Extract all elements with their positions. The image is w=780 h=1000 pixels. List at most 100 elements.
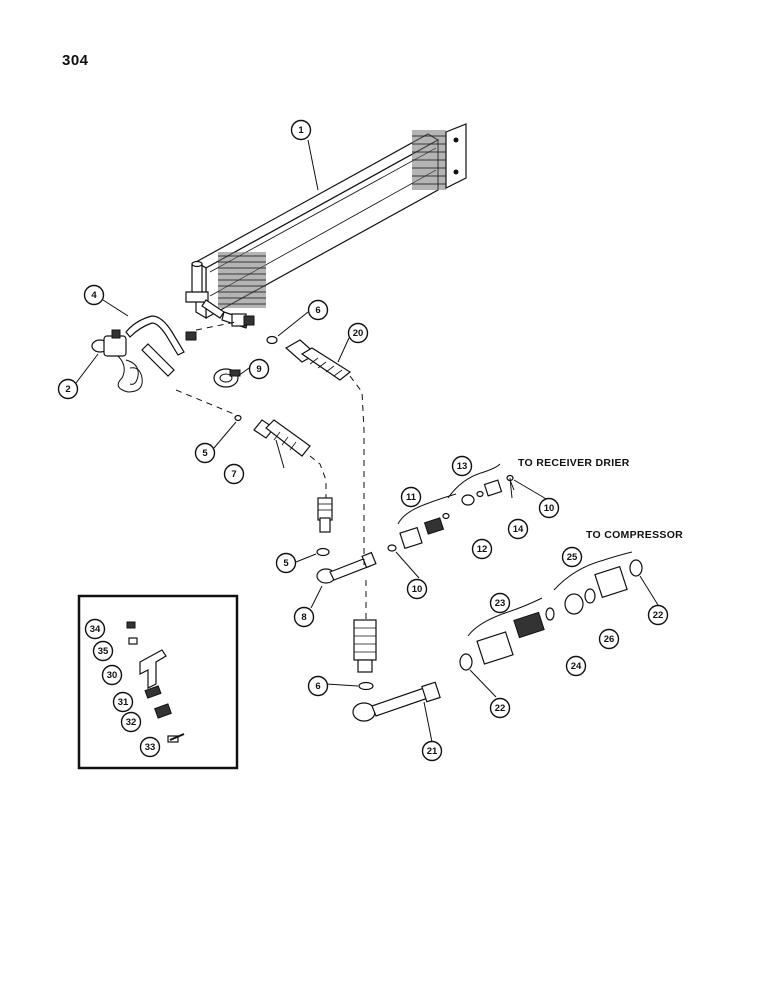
callout-circle [84, 618, 106, 640]
callout-number: 24 [571, 661, 582, 672]
hose-assembly-20 [284, 339, 352, 381]
callout-circle [92, 640, 114, 662]
callout-number: 5 [202, 448, 208, 459]
note-to-compressor: TO COMPRESSOR [586, 529, 684, 541]
callout-circle [139, 736, 161, 758]
callout-circle [275, 552, 297, 574]
fitting-group-22-26 [459, 559, 643, 671]
callout-number: 23 [495, 598, 506, 609]
callout-circle [347, 322, 369, 344]
callout-number: 11 [406, 492, 417, 503]
callout-c33: 33 [139, 736, 161, 758]
callout-c26: 26 [598, 628, 620, 650]
callout-circle [307, 675, 329, 697]
callout-circle [101, 664, 123, 686]
condenser-core [185, 123, 467, 329]
callout-circle [471, 538, 493, 560]
callout-c22a: 22 [647, 604, 669, 626]
callout-circle [223, 463, 245, 485]
callout-c23: 23 [489, 592, 511, 614]
callout-c6a: 6 [307, 299, 329, 321]
callout-number: 22 [495, 703, 506, 714]
callout-c6b: 6 [307, 675, 329, 697]
callout-circle [290, 119, 312, 141]
callout-number: 25 [567, 552, 578, 563]
callout-circle [647, 604, 669, 626]
callout-circle [561, 546, 583, 568]
callout-number: 14 [513, 524, 524, 535]
callout-number: 5 [283, 558, 289, 569]
callout-number: 6 [315, 681, 320, 692]
callout-c31: 31 [112, 691, 134, 713]
callout-number: 35 [98, 646, 109, 657]
leader-lines [75, 139, 659, 743]
callout-circle [293, 606, 315, 628]
callout-circle [565, 655, 587, 677]
callout-circle [598, 628, 620, 650]
callout-c12: 12 [471, 538, 493, 560]
hose-end-fitting [317, 497, 333, 533]
callout-circle [83, 284, 105, 306]
callout-number: 26 [604, 634, 615, 645]
callout-circle [400, 486, 422, 508]
hose-assembly-7 [234, 414, 311, 457]
callout-number: 9 [256, 364, 261, 375]
callout-circle [57, 378, 79, 400]
callout-c24: 24 [565, 655, 587, 677]
callout-c30: 30 [101, 664, 123, 686]
hose-clamp [213, 368, 241, 388]
callout-number: 33 [145, 742, 156, 753]
connection-lines [175, 321, 367, 620]
callout-circle [248, 358, 270, 380]
callout-number: 2 [65, 384, 70, 395]
callout-number: 20 [353, 328, 364, 339]
callout-c13: 13 [451, 455, 473, 477]
callout-c14: 14 [507, 518, 529, 540]
elbow-tube-21 [352, 681, 441, 722]
expansion-valve [91, 315, 197, 393]
callout-number: 13 [457, 461, 468, 472]
callout-c35: 35 [92, 640, 114, 662]
callout-number: 30 [107, 670, 118, 681]
callout-number: 1 [298, 125, 304, 136]
callout-c21: 21 [421, 740, 443, 762]
callout-c10a: 10 [538, 497, 560, 519]
note-to-receiver-drier: TO RECEIVER DRIER [518, 457, 630, 469]
fitting-group-11-14 [387, 474, 514, 552]
callout-c5a: 5 [194, 442, 216, 464]
o-ring-5 [316, 547, 330, 557]
union-fitting-upper [231, 313, 278, 345]
group-braces [397, 463, 633, 637]
callout-number: 34 [90, 624, 101, 635]
page-number: 304 [62, 52, 89, 69]
callout-circle [507, 518, 529, 540]
callout-circle [489, 697, 511, 719]
callout-number: 31 [118, 697, 129, 708]
callout-layer: 1245566789101011121314202122222324252630… [57, 119, 669, 762]
callout-c9: 9 [248, 358, 270, 380]
callout-c8: 8 [293, 606, 315, 628]
callout-c7: 7 [223, 463, 245, 485]
callout-circle [451, 455, 473, 477]
callout-c1: 1 [290, 119, 312, 141]
callout-number: 22 [653, 610, 664, 621]
o-ring-6 [358, 681, 374, 691]
callout-number: 21 [427, 746, 438, 757]
callout-number: 4 [91, 290, 97, 301]
callout-number: 10 [544, 503, 555, 514]
callout-number: 6 [315, 305, 320, 316]
callout-c4: 4 [83, 284, 105, 306]
callout-c32: 32 [120, 711, 142, 733]
hose-lower-end [353, 619, 377, 673]
callout-circle [194, 442, 216, 464]
callout-c11: 11 [400, 486, 422, 508]
callout-number: 10 [412, 584, 423, 595]
callout-circle [406, 578, 428, 600]
callout-circle [489, 592, 511, 614]
callout-c20: 20 [347, 322, 369, 344]
callout-c25: 25 [561, 546, 583, 568]
callout-circle [307, 299, 329, 321]
callout-c10b: 10 [406, 578, 428, 600]
